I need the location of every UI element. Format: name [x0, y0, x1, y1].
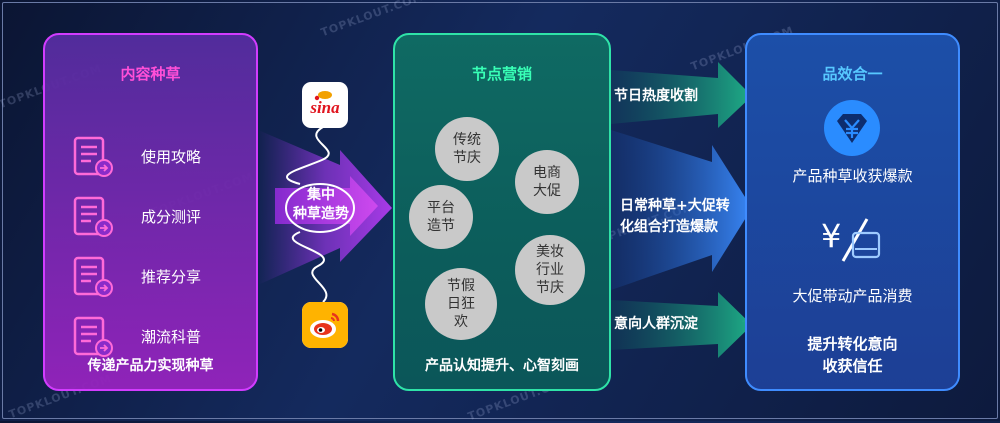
center-connector-label: 集中 种草造势 [293, 187, 349, 222]
document-check-icon [73, 196, 113, 237]
brand-effect-panel: 品效合一 产品种草收获爆款 ¥ 大促带动产品消费 提升转化意向 收获信任 [745, 33, 960, 391]
node-circle-label: 电商 大促 [533, 165, 561, 199]
panel-title: 内容种草 [120, 65, 181, 83]
node-circle-label: 平台 造节 [427, 200, 455, 234]
list-item: 潮流科普 [71, 315, 241, 359]
result-text: 大促带动产品消费 [792, 287, 913, 305]
sina-icon: sina [309, 91, 340, 117]
panel-footer: 提升转化意向 收获信任 [807, 335, 898, 375]
node-circle: 传统 节庆 [435, 117, 499, 181]
document-check-icon [73, 136, 113, 177]
arrow-label: 意向人群沉淀 [614, 316, 698, 332]
panel-footer: 传递产品力实现种草 [87, 358, 214, 374]
sina-logo: sina [302, 82, 348, 128]
list-item: 成分测评 [71, 195, 241, 239]
list-item: 使用攻略 [71, 135, 241, 179]
document-check-icon [73, 316, 113, 357]
panel-footer: 产品认知提升、心智刻画 [425, 358, 579, 374]
yuan-diamond-icon [824, 100, 880, 156]
document-check-icon [73, 256, 113, 297]
node-circle-label: 节假 日狂 欢 [447, 278, 475, 330]
list-item-label: 潮流科普 [141, 328, 202, 346]
node-marketing-panel: 节点营销 传统 节庆 电商 大促 平台 造节 美妆 行业 节庆 节假 日狂 欢 … [393, 33, 611, 391]
list-item-label: 推荐分享 [141, 268, 202, 286]
svg-text:¥: ¥ [821, 217, 841, 255]
list-item-label: 成分测评 [141, 208, 202, 226]
yuan-card-icon: ¥ [821, 217, 881, 262]
node-circle-label: 美妆 行业 节庆 [536, 244, 564, 296]
node-circle: 平台 造节 [409, 185, 473, 249]
content-seeding-panel: 内容种草 使用攻略 成分测评 [43, 33, 258, 391]
list-item: 推荐分享 [71, 255, 241, 299]
node-circle-label: 传统 节庆 [453, 132, 481, 166]
result-text: 产品种草收获爆款 [792, 167, 913, 185]
weibo-icon [302, 302, 348, 348]
panel-title: 品效合一 [822, 65, 883, 83]
node-circle: 节假 日狂 欢 [425, 268, 497, 340]
arrow-label: 日常种草+大促转 化组合打造爆款 [620, 198, 730, 235]
node-circle: 美妆 行业 节庆 [515, 235, 585, 305]
panel-title: 节点营销 [471, 65, 532, 83]
list-item-label: 使用攻略 [141, 148, 202, 166]
node-circle: 电商 大促 [515, 150, 579, 214]
svg-text:sina: sina [309, 98, 340, 117]
arrow-label: 节日热度收割 [614, 88, 698, 104]
weibo-logo [302, 302, 348, 348]
